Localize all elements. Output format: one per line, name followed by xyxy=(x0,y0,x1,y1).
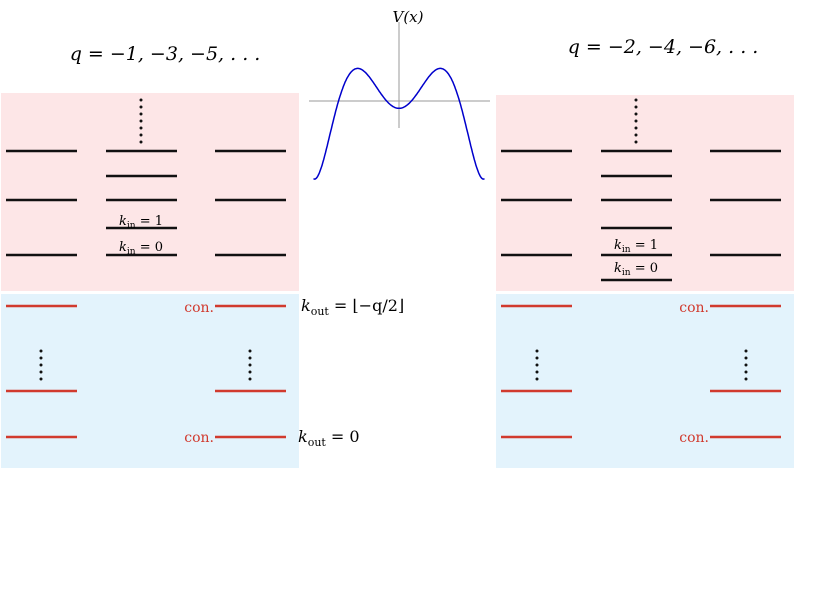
left-title: q = −1, −3, −5, . . . xyxy=(70,43,261,65)
kout-top-label: kout = ⌊−q/2⌋ xyxy=(301,296,404,318)
left-black-levels xyxy=(6,149,286,257)
right-outer-vdots-b xyxy=(744,349,748,381)
left-inner-vdots xyxy=(139,98,143,144)
right-outer-vdots-a xyxy=(535,349,539,381)
right-kin-1-label: kin = 1 xyxy=(614,238,658,255)
right-inner-vdots xyxy=(634,98,638,144)
potential-label: V(x) xyxy=(393,8,424,26)
right-con-bottom: con. xyxy=(679,430,709,446)
left-outer-region xyxy=(1,294,299,468)
left-con-top: con. xyxy=(184,300,214,316)
left-outer-vdots-b xyxy=(248,349,252,381)
kout-bottom-label: kout = 0 xyxy=(298,427,360,449)
right-black-levels xyxy=(501,149,781,282)
left-outer-vdots-a xyxy=(39,349,43,381)
right-con-top: con. xyxy=(679,300,709,316)
right-outer-region xyxy=(496,294,794,468)
left-kin-1-label: kin = 1 xyxy=(119,214,163,231)
left-con-bottom: con. xyxy=(184,430,214,446)
left-kin-0-label: kin = 0 xyxy=(119,240,163,257)
left-red-levels xyxy=(6,304,286,439)
right-inner-region xyxy=(496,95,794,291)
potential-plot: V(x) xyxy=(309,8,490,180)
left-inner-region xyxy=(1,93,299,291)
right-kin-0-label: kin = 0 xyxy=(614,261,658,278)
potential-curve xyxy=(313,67,485,180)
right-red-levels xyxy=(501,304,781,439)
right-title: q = −2, −4, −6, . . . xyxy=(568,36,759,58)
